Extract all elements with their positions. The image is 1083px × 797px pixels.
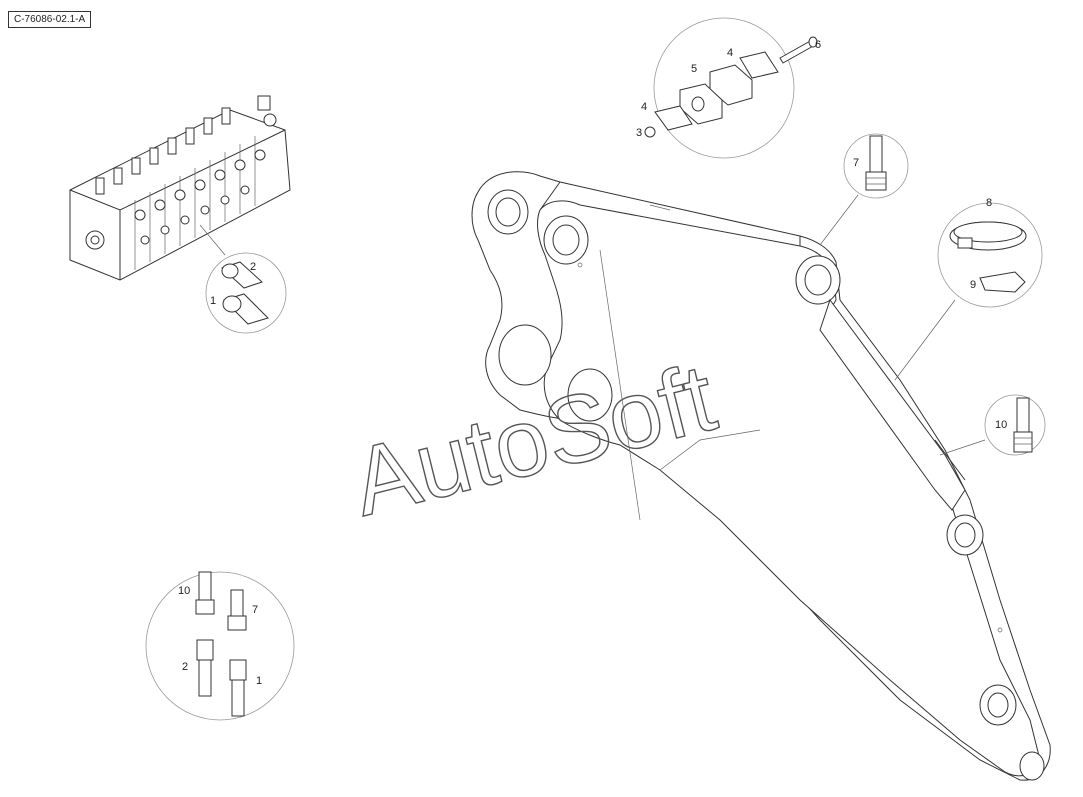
callout-label-4: 4 [641, 101, 647, 113]
callout-label-10: 10 [995, 419, 1007, 431]
callout-label-3: 3 [636, 127, 642, 139]
callout-fitting-set: 10 7 2 1 [145, 571, 295, 721]
callout-label-7: 7 [853, 157, 859, 169]
control-valve-block [69, 95, 291, 281]
callout-valve-fittings: 2 1 [205, 252, 287, 334]
callout-label-2: 2 [182, 661, 188, 673]
boom-arm [471, 171, 1051, 781]
callout-label-9: 9 [970, 279, 976, 291]
callout-leaders [199, 194, 986, 456]
callout-label-4: 4 [727, 47, 733, 59]
callout-label-2: 2 [250, 261, 256, 273]
callout-label-10: 10 [178, 585, 190, 597]
callout-label-1: 1 [256, 675, 262, 687]
callout-label-7: 7 [252, 604, 258, 616]
callout-fitting-7: 7 [843, 133, 909, 199]
drawing-reference-code: C-76086-02.1-A [8, 11, 92, 28]
callout-label-6: 6 [815, 39, 821, 51]
callout-fitting-10: 10 [984, 394, 1046, 456]
callout-label-1: 1 [210, 295, 216, 307]
callout-clamp-group: 6 4 5 4 3 [636, 17, 821, 159]
callout-label-5: 5 [691, 63, 697, 75]
callout-label-8: 8 [986, 197, 992, 209]
callout-clamp-band: 8 9 [937, 197, 1043, 308]
